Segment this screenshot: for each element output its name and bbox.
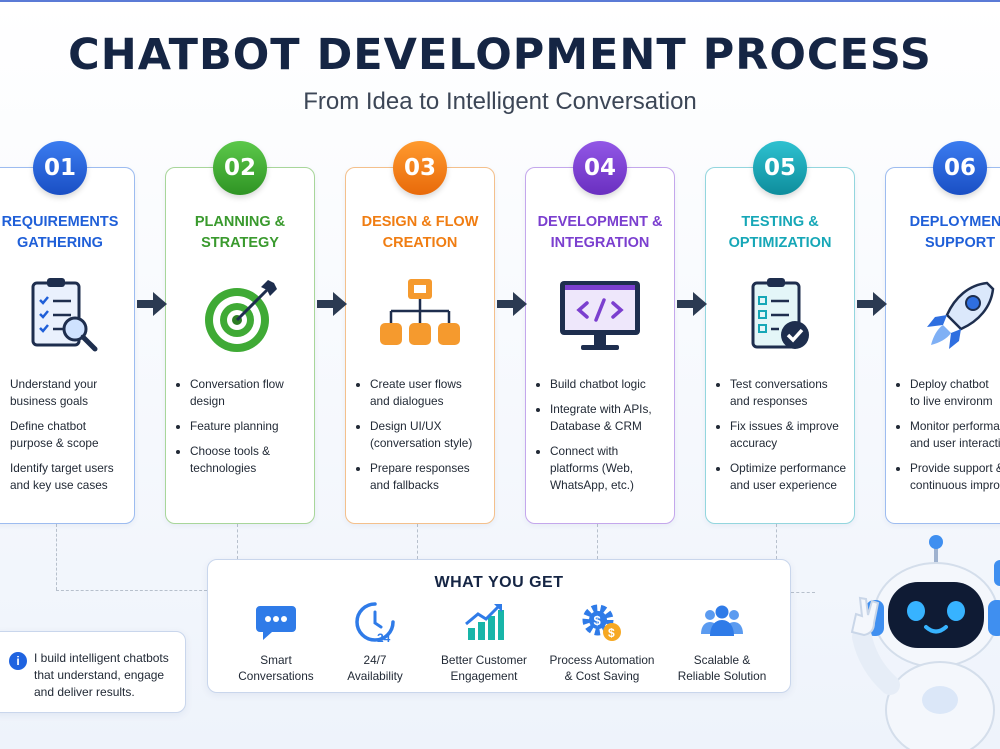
clipboard-check-icon xyxy=(751,278,809,349)
rocket-icon xyxy=(927,281,995,349)
what-you-get-title: WHAT YOU GET xyxy=(434,574,564,591)
step-badge: 01 xyxy=(33,141,87,195)
step-badge: 06 xyxy=(933,141,987,195)
growth-chart-icon xyxy=(465,603,504,640)
arrow-right-icon xyxy=(317,292,347,316)
benefit-label: Process Automation & Cost Saving xyxy=(549,653,655,683)
chat-bubble-icon xyxy=(256,606,296,640)
stage-title: PLANNING & STRATEGY xyxy=(194,214,286,251)
bullet-item: Provide support & continuous improv xyxy=(910,460,1000,494)
stage-card-planning: 02 PLANNING & STRATEGY Conversation flow… xyxy=(165,141,315,524)
top-border-line xyxy=(0,0,1000,2)
bullet-item: Design UI/UX (conversation style) xyxy=(370,418,490,452)
stage-title: DEPLOYMENT SUPPORT xyxy=(909,214,1000,251)
flowchart-icon xyxy=(380,279,460,345)
bullet-item: Monitor performa and user interactio xyxy=(910,418,1000,452)
stage-bullets: Deploy chatbot to live environm Monitor … xyxy=(896,376,1000,502)
benefit-item: $ $ Process Automation & Cost Saving xyxy=(544,600,660,684)
bullet-item: Conversation flow design xyxy=(190,376,310,410)
benefit-label: Scalable & Reliable Solution xyxy=(677,653,767,683)
gear-dollar-icon: $ $ xyxy=(582,604,621,641)
svg-text:$: $ xyxy=(594,613,602,628)
arrow-right-icon xyxy=(857,292,887,316)
step-badge: 02 xyxy=(213,141,267,195)
connector-line xyxy=(791,592,815,593)
benefit-item: Better Customer Engagement xyxy=(426,600,542,684)
connector-line xyxy=(56,524,57,590)
connector-line xyxy=(597,524,598,559)
checklist-magnifier-icon xyxy=(31,278,98,352)
stage-card-development: 04 DEVELOPMENT & INTEGRATION Build chatb… xyxy=(525,141,675,524)
target-icon xyxy=(205,280,277,352)
arrow-right-icon xyxy=(137,292,167,316)
benefit-item: 24 24/7 Availability xyxy=(317,600,433,684)
bullet-item: Define chatbot purpose & scope xyxy=(10,418,130,452)
bullet-item: Understand your business goals xyxy=(10,376,130,410)
stage-title: TESTING & OPTIMIZATION xyxy=(728,214,832,251)
benefit-label: 24/7 Availability xyxy=(347,653,403,683)
connector-line xyxy=(417,524,418,559)
page-subtitle: From Idea to Intelligent Conversation xyxy=(303,88,697,115)
bullet-item: Identify target users and key use cases xyxy=(10,460,130,494)
robot-mascot xyxy=(850,535,1000,749)
connector-line xyxy=(56,590,207,591)
bullet-item: Fix issues & improve accuracy xyxy=(730,418,850,452)
clock-24-icon: 24 xyxy=(355,602,395,644)
bullet-item: Optimize performance and user experience xyxy=(730,460,850,494)
benefit-item: Smart Conversations xyxy=(218,600,334,684)
benefit-label: Smart Conversations xyxy=(238,653,314,683)
bullet-item: Feature planning xyxy=(190,418,310,435)
stage-card-deployment: 06 DEPLOYMENT SUPPORT Deploy chatbot to … xyxy=(885,141,1000,524)
stage-bullets: Understand your business goals Define ch… xyxy=(0,376,130,502)
bullet-item: Integrate with APIs, Database & CRM xyxy=(550,401,670,435)
stage-title: DESIGN & FLOW CREATION xyxy=(361,214,479,251)
what-you-get-panel: WHAT YOU GET Smart Conversations 24 24/7… xyxy=(207,559,791,693)
arrow-right-icon xyxy=(677,292,707,316)
stage-title: REQUIREMENTS GATHERING xyxy=(1,214,119,251)
bullet-item: Deploy chatbot to live environm xyxy=(910,376,1000,410)
page-title: CHATBOT DEVELOPMENT PROCESS xyxy=(68,30,932,80)
bullet-item: Prepare responses and fallbacks xyxy=(370,460,490,494)
svg-text:$: $ xyxy=(608,626,615,640)
bullet-item: Create user flows and dialogues xyxy=(370,376,490,410)
code-monitor-icon xyxy=(560,281,640,350)
benefit-label: Better Customer Engagement xyxy=(441,653,527,683)
step-badge: 05 xyxy=(753,141,807,195)
stage-card-design: 03 DESIGN & FLOW CREATION Create user fl… xyxy=(345,141,495,524)
bullet-item: Build chatbot logic xyxy=(550,376,670,393)
bullet-item: Connect with platforms (Web, WhatsApp, e… xyxy=(550,443,670,494)
stage-card-requirements: 01 REQUIREMENTS GATHERING Understand you… xyxy=(0,141,135,524)
connector-line xyxy=(237,524,238,559)
svg-text:24: 24 xyxy=(377,631,391,644)
benefit-item: Scalable & Reliable Solution xyxy=(664,600,780,684)
stage-card-testing: 05 TESTING & OPTIMIZATION Test conversat… xyxy=(705,141,855,524)
stage-bullets: Conversation flow design Feature plannin… xyxy=(176,376,310,485)
arrow-right-icon xyxy=(497,292,527,316)
connector-line xyxy=(776,524,777,559)
bullet-item: Test conversations and responses xyxy=(730,376,850,410)
step-badge: 03 xyxy=(393,141,447,195)
intro-note-text: I build intelligent chatbots that unders… xyxy=(34,651,169,699)
intro-note-card: i I build intelligent chatbots that unde… xyxy=(0,631,186,713)
bullet-item: Choose tools & technologies xyxy=(190,443,310,477)
stage-bullets: Test conversations and responses Fix iss… xyxy=(716,376,850,502)
users-icon xyxy=(701,605,743,636)
stage-bullets: Build chatbot logic Integrate with APIs,… xyxy=(536,376,670,502)
stage-title: DEVELOPMENT & INTEGRATION xyxy=(537,214,663,251)
stage-bullets: Create user flows and dialogues Design U… xyxy=(356,376,490,502)
step-badge: 04 xyxy=(573,141,627,195)
info-icon: i xyxy=(9,652,27,670)
